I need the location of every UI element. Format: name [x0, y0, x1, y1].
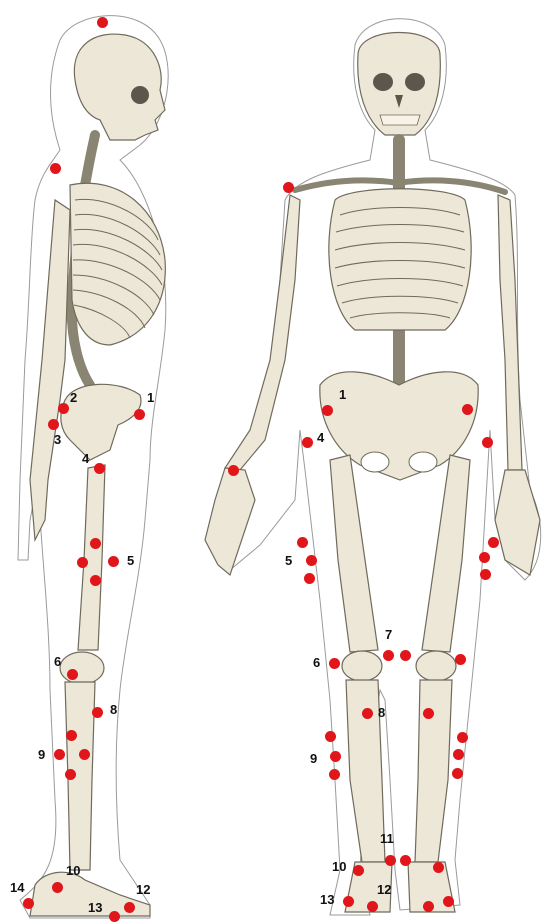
marker-dot	[479, 552, 490, 563]
lateral-label-3: 3	[54, 433, 61, 446]
anterior-left-femur	[330, 455, 378, 652]
anterior-left-knee	[342, 651, 382, 681]
marker-dot	[385, 855, 396, 866]
marker-dot	[94, 463, 105, 474]
marker-dot	[52, 882, 63, 893]
marker-dot	[322, 405, 333, 416]
anterior-label-12: 12	[377, 883, 391, 896]
marker-dot	[423, 708, 434, 719]
marker-dot	[433, 862, 444, 873]
lateral-label-2: 2	[70, 391, 77, 404]
anterior-label-11: 11	[380, 832, 394, 845]
marker-dot	[97, 17, 108, 28]
marker-dot	[400, 855, 411, 866]
marker-dot	[400, 650, 411, 661]
marker-dot	[329, 658, 340, 669]
anterior-ribcage	[329, 189, 471, 330]
marker-dot	[228, 465, 239, 476]
marker-dot	[304, 573, 315, 584]
marker-dot	[353, 865, 364, 876]
marker-dot	[48, 419, 59, 430]
marker-dot	[329, 769, 340, 780]
marker-dot	[383, 650, 394, 661]
marker-dot	[462, 404, 473, 415]
anterior-left-eye	[373, 73, 393, 91]
lateral-label-1: 1	[147, 391, 154, 404]
marker-dot	[453, 749, 464, 760]
marker-dot	[362, 708, 373, 719]
marker-dot	[67, 669, 78, 680]
anterior-right-knee	[416, 651, 456, 681]
anterior-label-10: 10	[332, 860, 346, 873]
marker-dot	[54, 749, 65, 760]
lateral-label-5: 5	[127, 554, 134, 567]
marker-dot	[108, 556, 119, 567]
marker-dot	[58, 403, 69, 414]
anterior-label-9: 9	[310, 752, 317, 765]
lateral-eye-socket	[131, 86, 149, 104]
marker-dot	[330, 751, 341, 762]
marker-dot	[134, 409, 145, 420]
lateral-label-4: 4	[82, 452, 89, 465]
marker-dot	[482, 437, 493, 448]
anterior-label-5: 5	[285, 554, 292, 567]
anterior-right-eye	[405, 73, 425, 91]
lateral-knee	[60, 652, 104, 684]
anterior-right-arm	[498, 195, 522, 470]
marker-dot	[297, 537, 308, 548]
marker-dot	[302, 437, 313, 448]
marker-dot	[92, 707, 103, 718]
anterior-left-hand	[205, 468, 255, 575]
marker-dot	[443, 896, 454, 907]
marker-dot	[452, 768, 463, 779]
lateral-label-13: 13	[88, 901, 102, 914]
anterior-right-femur	[422, 455, 470, 652]
marker-dot	[65, 769, 76, 780]
marker-dot	[66, 730, 77, 741]
marker-dot	[480, 569, 491, 580]
lateral-label-12: 12	[136, 883, 150, 896]
marker-dot	[306, 555, 317, 566]
marker-dot	[90, 575, 101, 586]
marker-dot	[423, 901, 434, 912]
marker-dot	[90, 538, 101, 549]
anterior-label-7: 7	[385, 628, 392, 641]
anterior-right-tibia	[415, 680, 452, 862]
anterior-left-arm	[225, 195, 300, 470]
marker-dot	[343, 896, 354, 907]
lateral-skull	[74, 34, 165, 140]
lateral-ribcage	[70, 183, 165, 345]
lateral-label-9: 9	[38, 748, 45, 761]
marker-dot	[109, 911, 120, 922]
marker-dot	[79, 749, 90, 760]
marker-dot	[77, 557, 88, 568]
anterior-view	[205, 19, 541, 915]
anterior-label-1: 1	[339, 388, 346, 401]
marker-dot	[325, 731, 336, 742]
lateral-label-14: 14	[10, 881, 24, 894]
anterior-right-hand	[495, 470, 540, 575]
marker-dot	[455, 654, 466, 665]
lateral-label-10: 10	[66, 864, 80, 877]
lateral-label-6: 6	[54, 655, 61, 668]
lateral-arm	[30, 200, 70, 540]
marker-dot	[23, 898, 34, 909]
anterior-label-6: 6	[313, 656, 320, 669]
marker-dot	[488, 537, 499, 548]
lateral-label-8: 8	[110, 703, 117, 716]
anterior-label-13: 13	[320, 893, 334, 906]
marker-dot	[50, 163, 61, 174]
marker-dot	[283, 182, 294, 193]
marker-dot	[124, 902, 135, 913]
marker-dot	[367, 901, 378, 912]
anterior-label-8: 8	[378, 706, 385, 719]
anterior-label-4: 4	[317, 431, 324, 444]
marker-dot	[457, 732, 468, 743]
